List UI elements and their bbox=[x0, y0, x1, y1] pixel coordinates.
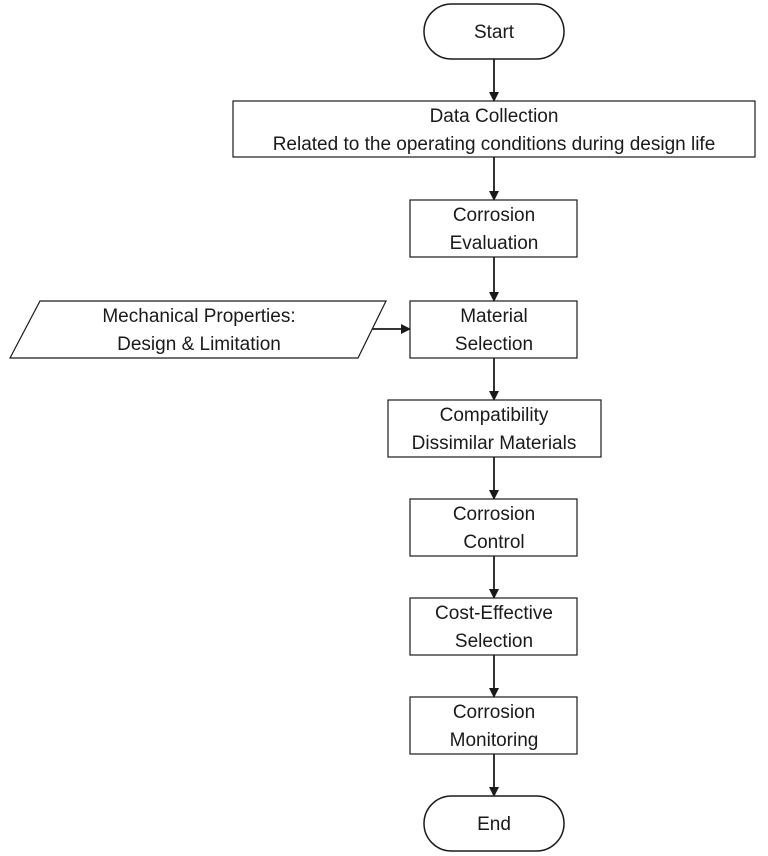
corrosion-evaluation-line2: Evaluation bbox=[450, 233, 539, 254]
compatibility-box bbox=[387, 399, 602, 458]
corrosion-control-line2: Control bbox=[463, 532, 524, 553]
end-label: End bbox=[477, 814, 511, 835]
compatibility-line1: Compatibility bbox=[440, 405, 549, 426]
cost-effective-line2: Selection bbox=[455, 631, 533, 652]
data-collection-box bbox=[232, 100, 756, 158]
corrosion-evaluation-line1: Corrosion bbox=[453, 205, 535, 226]
mechanical-properties-line2: Design & Limitation bbox=[117, 334, 281, 355]
corrosion-monitoring-box bbox=[409, 696, 578, 755]
mechanical-properties-line1: Mechanical Properties: bbox=[102, 306, 295, 327]
cost-effective-line1: Cost-Effective bbox=[435, 603, 553, 624]
material-selection-line2: Selection bbox=[455, 334, 533, 355]
end-terminal bbox=[423, 795, 565, 852]
cost-effective-box bbox=[409, 597, 578, 656]
data-collection-subtitle: Related to the operating conditions duri… bbox=[273, 134, 716, 155]
corrosion-monitoring-line1: Corrosion bbox=[453, 702, 535, 723]
compatibility-line2: Dissimilar Materials bbox=[412, 433, 577, 454]
material-selection-box bbox=[409, 300, 578, 359]
corrosion-control-box bbox=[409, 498, 578, 557]
start-label: Start bbox=[474, 22, 515, 43]
data-collection-title: Data Collection bbox=[430, 106, 559, 127]
material-selection-line1: Material bbox=[460, 306, 528, 327]
mechanical-properties-input bbox=[9, 300, 387, 359]
corrosion-control-line1: Corrosion bbox=[453, 504, 535, 525]
corrosion-monitoring-line2: Monitoring bbox=[450, 730, 539, 751]
